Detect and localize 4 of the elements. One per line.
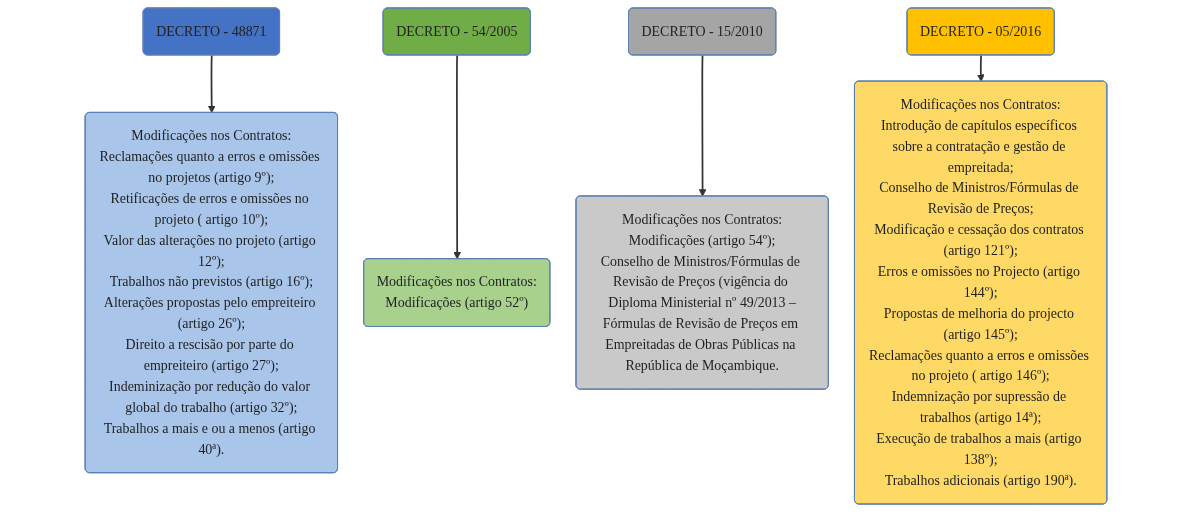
- arrow: [453, 54, 461, 260]
- arrow: [977, 54, 985, 82]
- arrow: [207, 54, 216, 114]
- arrow: [698, 54, 707, 197]
